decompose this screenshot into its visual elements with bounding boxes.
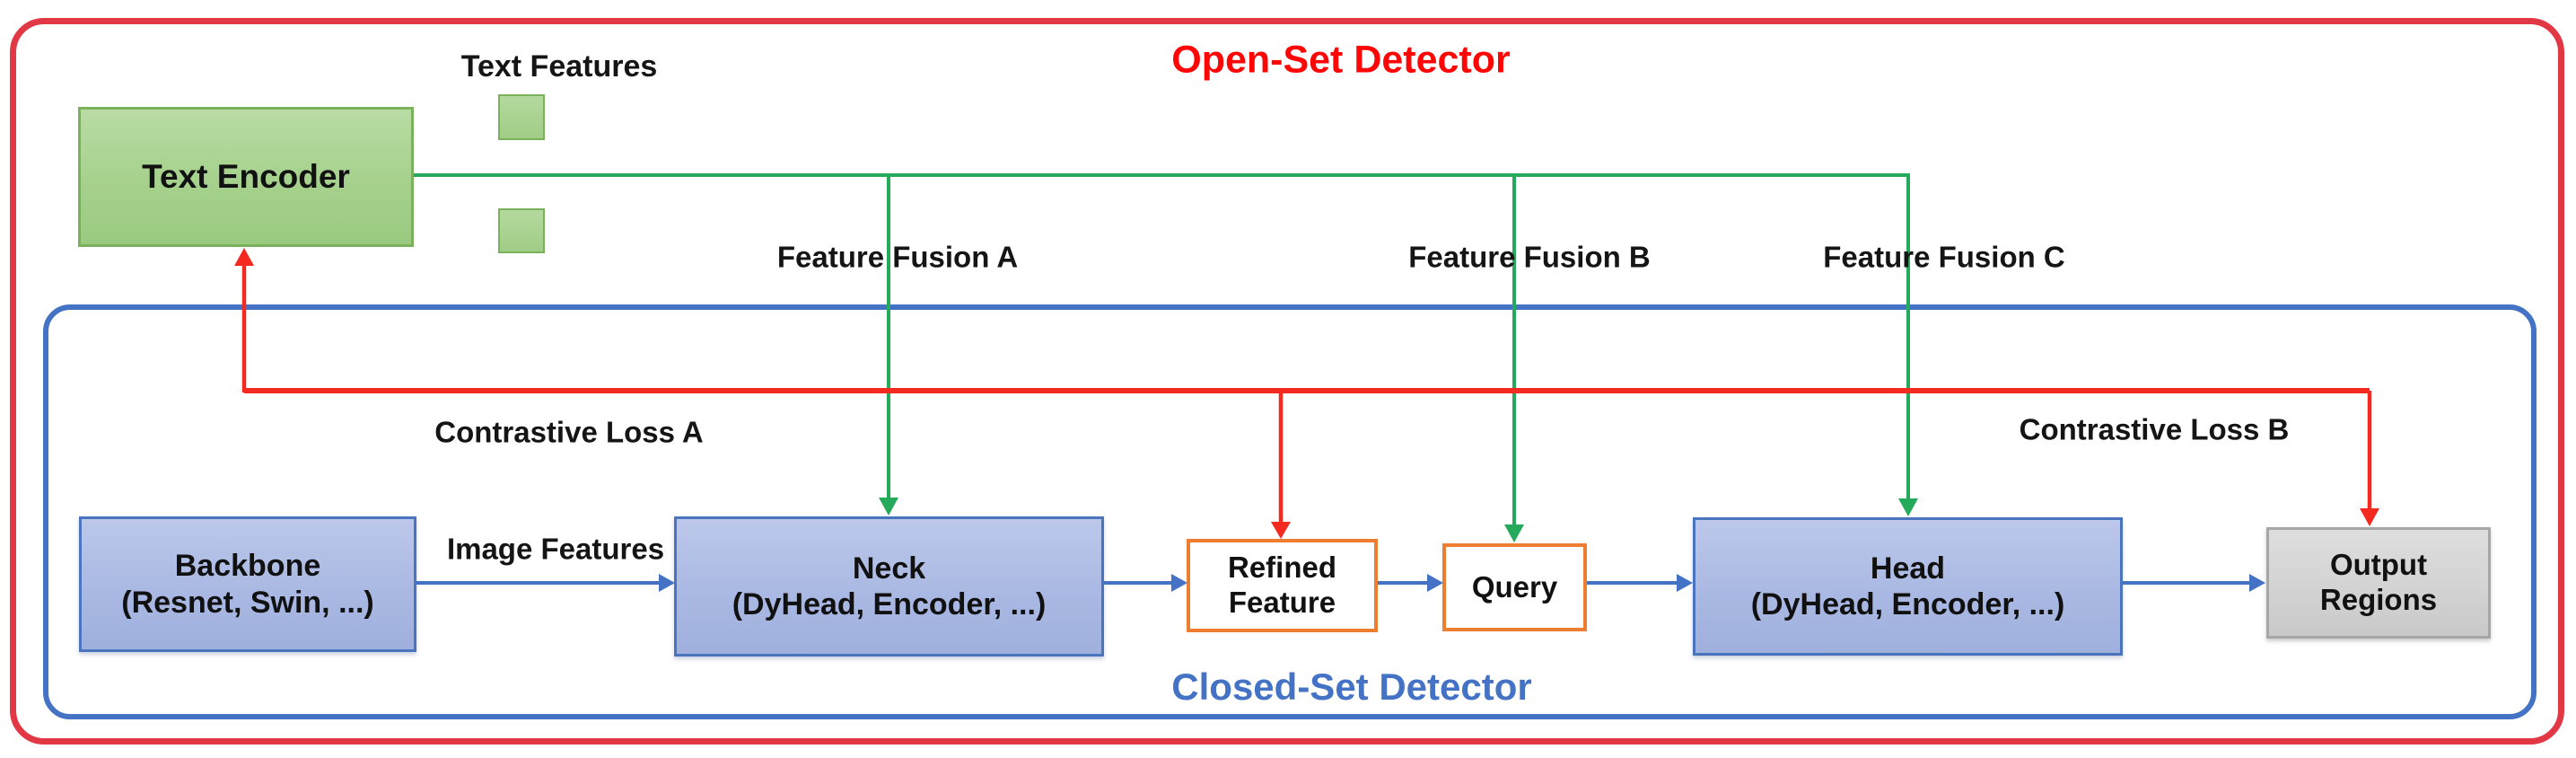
- closed-set-detector-frame: [43, 304, 2537, 719]
- feature-fusion-c-label: Feature Fusion C: [1823, 240, 2065, 274]
- query-box: Query: [1442, 543, 1587, 631]
- output-regions-label-line2: Regions: [2319, 583, 2438, 616]
- backbone-box: Backbone (Resnet, Swin, ...): [79, 516, 416, 652]
- refined-feature-label-line2: Feature: [1228, 586, 1336, 619]
- text-feature-token-2: [498, 208, 545, 253]
- text-features-label: Text Features: [460, 49, 658, 84]
- text-encoder-label: Text Encoder: [142, 158, 350, 196]
- output-regions-box: Output Regions: [2266, 527, 2491, 639]
- backbone-sublabel: (Resnet, Swin, ...): [121, 585, 374, 620]
- neck-box: Neck (DyHead, Encoder, ...): [674, 516, 1104, 657]
- open-set-detector-frame: [10, 18, 2564, 745]
- open-set-detector-title: Open-Set Detector: [1171, 38, 1511, 82]
- refined-feature-label-line1: Refined: [1227, 551, 1336, 585]
- head-label: Head: [1870, 551, 1946, 586]
- neck-label: Neck: [852, 551, 926, 586]
- closed-set-detector-title: Closed-Set Detector: [1171, 665, 1532, 708]
- refined-feature-box: Refined Feature: [1187, 539, 1378, 632]
- neck-sublabel: (DyHead, Encoder, ...): [732, 587, 1047, 621]
- text-encoder-box: Text Encoder: [78, 107, 414, 247]
- output-regions-label-line1: Output: [2329, 548, 2428, 582]
- contrastive-loss-a-label: Contrastive Loss A: [434, 415, 704, 449]
- query-label: Query: [1471, 569, 1558, 604]
- head-box: Head (DyHead, Encoder, ...): [1693, 517, 2123, 656]
- text-feature-token-1: [498, 94, 545, 140]
- head-sublabel: (DyHead, Encoder, ...): [1750, 587, 2065, 621]
- feature-fusion-b-label: Feature Fusion B: [1408, 240, 1651, 274]
- contrastive-loss-b-label: Contrastive Loss B: [2019, 412, 2290, 446]
- feature-fusion-a-label: Feature Fusion A: [776, 240, 1019, 274]
- backbone-label: Backbone: [174, 549, 321, 584]
- image-features-label: Image Features: [446, 532, 665, 566]
